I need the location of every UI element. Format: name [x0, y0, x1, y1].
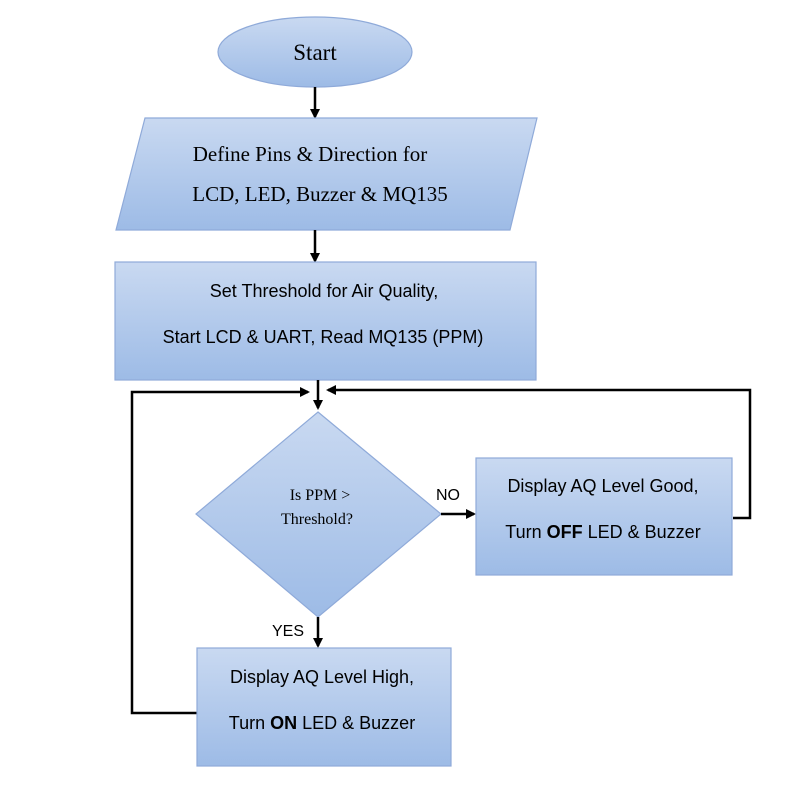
- start-node: Start: [217, 16, 413, 88]
- define-pins-node: Define Pins & Direction for LCD, LED, Bu…: [115, 117, 538, 231]
- high-line2-bold: ON: [270, 713, 297, 733]
- loop-back-from-high: [130, 387, 310, 715]
- high-node: Display AQ Level High, Turn ON LED & Buz…: [196, 647, 452, 767]
- decision-line2: Threshold?: [281, 511, 353, 528]
- good-line2-bold: OFF: [547, 522, 583, 542]
- set-threshold-line1: Set Threshold for Air Quality,: [210, 281, 438, 301]
- high-line2-post: LED & Buzzer: [297, 713, 415, 733]
- good-line2-post: LED & Buzzer: [583, 522, 701, 542]
- good-line1: Display AQ Level Good,: [507, 476, 698, 496]
- good-line2: Turn OFF LED & Buzzer: [505, 522, 700, 542]
- good-node: Display AQ Level Good, Turn OFF LED & Bu…: [475, 457, 733, 576]
- decision-node: Is PPM > Threshold?: [195, 411, 442, 618]
- good-line2-pre: Turn: [505, 522, 546, 542]
- define-pins-line1: Define Pins & Direction for: [193, 142, 427, 166]
- loop-back-from-good: [326, 385, 752, 520]
- high-line2: Turn ON LED & Buzzer: [229, 713, 415, 733]
- define-pins-line2: LCD, LED, Buzzer & MQ135: [192, 182, 447, 206]
- yes-label: YES: [272, 623, 304, 640]
- no-label: NO: [436, 487, 460, 504]
- high-line1: Display AQ Level High,: [230, 667, 414, 687]
- set-threshold-node: Set Threshold for Air Quality, Start LCD…: [114, 261, 537, 381]
- decision-line1: Is PPM >: [290, 487, 351, 504]
- high-line2-pre: Turn: [229, 713, 270, 733]
- set-threshold-line2: Start LCD & UART, Read MQ135 (PPM): [163, 327, 484, 347]
- start-label: Start: [293, 40, 337, 65]
